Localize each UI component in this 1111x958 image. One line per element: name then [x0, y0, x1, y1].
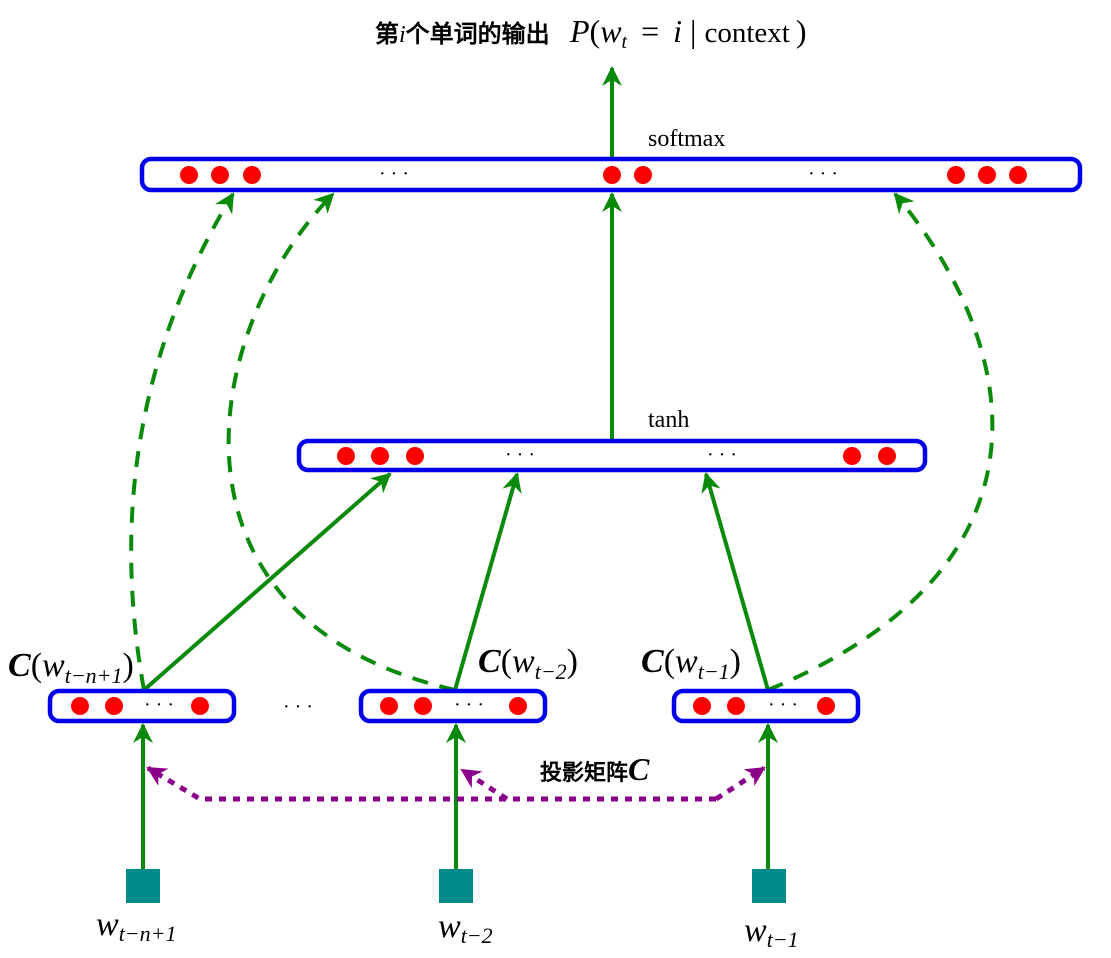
- embedding-neuron: [71, 697, 89, 715]
- formula-context: context: [704, 17, 789, 49]
- word-input-3: [752, 869, 786, 903]
- formula-bar: |: [690, 13, 696, 49]
- formula-equals: =: [641, 13, 659, 49]
- formula-open-paren: (: [590, 13, 601, 49]
- embedding-neuron: [693, 697, 711, 715]
- title-cn-i: i: [399, 22, 406, 48]
- title-cn-suffix: 个单词的输出: [406, 20, 550, 48]
- embedding-ellipsis: · · ·: [454, 694, 484, 716]
- tanh-neuron: [337, 447, 355, 465]
- projection-arrow-1: [146, 765, 716, 802]
- tanh-label: tanh: [648, 407, 689, 433]
- emb1-to-softmax-dashed-arrow: [129, 192, 235, 691]
- word-input-2: [439, 869, 473, 903]
- embedding-ellipsis: · · ·: [768, 694, 798, 716]
- embedding-neuron: [727, 697, 745, 715]
- word-1-label: wt−n+1: [96, 906, 177, 946]
- embedding-neuron: [509, 697, 527, 715]
- embedding-3-box: [671, 688, 861, 724]
- tanh-ellipsis: · · ·: [505, 444, 535, 466]
- svg-text:第i个单词的输出: 第i个单词的输出: [375, 20, 550, 48]
- embeddings-ellipsis: · · ·: [283, 696, 313, 718]
- tanh-neuron: [371, 447, 389, 465]
- softmax-neuron: [243, 166, 261, 184]
- projection-arrow-2: [460, 767, 509, 802]
- embedding-2-label: C(wt−2): [478, 643, 578, 684]
- formula-w: w: [600, 13, 622, 49]
- emb2-to-tanh-arrow: [453, 472, 522, 691]
- softmax-neuron: [947, 166, 965, 184]
- emb1-to-tanh-arrow: [142, 472, 392, 692]
- softmax-neuron: [1009, 166, 1027, 184]
- formula-close-paren: ): [796, 13, 807, 49]
- tanh-ellipsis: · · ·: [707, 444, 737, 466]
- embedding-2-box: [358, 688, 548, 724]
- embedding-2: · · ·: [358, 688, 548, 724]
- tanh-neuron: [843, 447, 861, 465]
- softmax-neuron: [978, 166, 996, 184]
- formula-t: t: [622, 31, 628, 53]
- softmax-layer: · · · · · · softmax: [139, 126, 1083, 193]
- emb3-to-tanh-arrow: [701, 472, 770, 691]
- embedding-neuron: [380, 697, 398, 715]
- embedding-3: · · ·: [671, 688, 861, 724]
- projection-arrow-3: [714, 765, 766, 802]
- embedding-1: · · ·: [47, 688, 237, 724]
- word-input-1: [126, 869, 160, 903]
- title-cn-prefix: 第: [375, 20, 399, 48]
- embedding-1-label: C(wt−n+1): [8, 647, 134, 688]
- tanh-layer-box: [296, 438, 928, 473]
- softmax-neuron: [634, 166, 652, 184]
- embedding-neuron: [414, 697, 432, 715]
- embedding-1-box: [47, 688, 237, 724]
- projection-label: 投影矩阵C: [540, 751, 650, 787]
- emb3-to-softmax-dashed-arrow: [767, 192, 995, 692]
- word-2-label: wt−2: [438, 908, 493, 948]
- output-title: 第i个单词的输出 P(wt=i|context): [375, 13, 806, 53]
- embedding-ellipsis: · · ·: [144, 694, 174, 716]
- formula-P: P: [569, 13, 590, 49]
- embedding-neuron: [817, 697, 835, 715]
- softmax-ellipsis: · · ·: [379, 163, 409, 185]
- softmax-ellipsis: · · ·: [808, 163, 838, 185]
- softmax-neuron: [603, 166, 621, 184]
- softmax-neuron: [180, 166, 198, 184]
- softmax-label: softmax: [648, 126, 725, 152]
- tanh-neuron: [406, 447, 424, 465]
- embedding-3-label: C(wt−1): [641, 643, 741, 684]
- emb2-to-softmax-dashed-arrow: [226, 192, 456, 692]
- tanh-neuron: [878, 447, 896, 465]
- tanh-layer: · · · · · · tanh: [296, 407, 928, 473]
- embedding-neuron: [105, 697, 123, 715]
- embedding-neuron: [191, 697, 209, 715]
- softmax-neuron: [211, 166, 229, 184]
- formula-i: i: [673, 13, 682, 49]
- word-3-label: wt−1: [744, 912, 799, 952]
- svg-text:P(wt=i|context): P(wt = i|context): [569, 13, 806, 53]
